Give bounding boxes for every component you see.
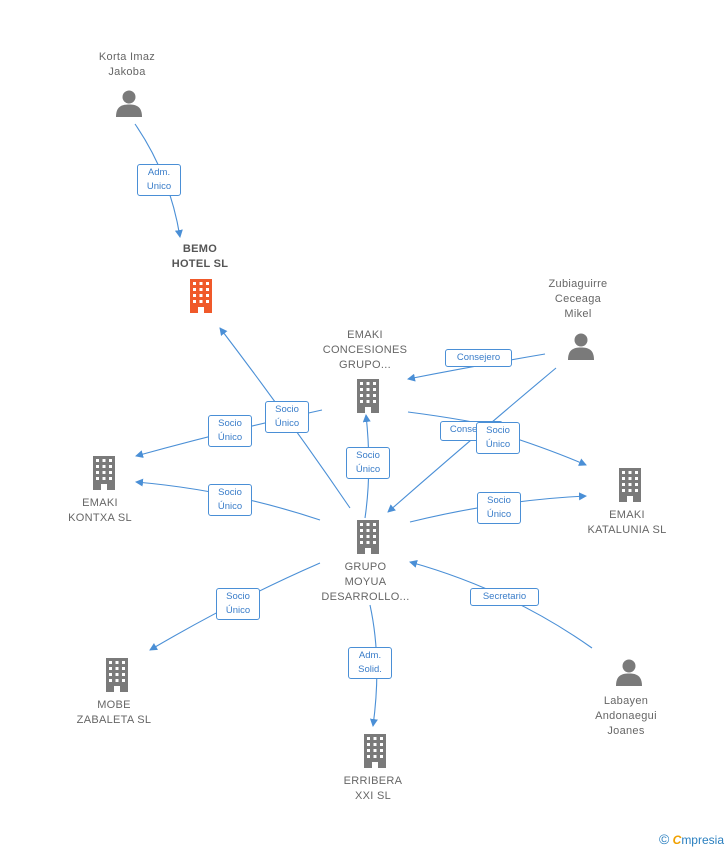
edge-label-korta-bemo: Adm. Unico: [137, 164, 181, 196]
person-icon[interactable]: [616, 659, 642, 687]
brand-name: mpresia: [681, 833, 724, 847]
building-icon[interactable]: [190, 279, 212, 313]
building-icon[interactable]: [357, 379, 379, 413]
node-label-korta[interactable]: Korta Imaz Jakoba: [98, 51, 156, 78]
copyright-icon: ©: [658, 831, 670, 847]
footer-brand: © Cmpresia: [659, 831, 724, 847]
brand-logo-letter: C: [672, 833, 682, 847]
edge-label-moyua-bemo: Socio Único: [265, 401, 309, 433]
building-icon[interactable]: [93, 456, 115, 490]
node-label-zubiaguirre[interactable]: Zubiaguirre Ceceaga Mikel: [548, 278, 608, 320]
edge-label-moyua-kontxa-bottom: Socio Único: [208, 484, 252, 516]
node-label-bemo[interactable]: BEMO HOTEL SL: [171, 243, 229, 270]
node-label-mobe[interactable]: MOBE ZABALETA SL: [76, 699, 152, 726]
node-label-emaki-katalunia[interactable]: EMAKI KATALUNIA SL: [587, 509, 667, 536]
node-label-grupo-moyua[interactable]: GRUPO MOYUA DESARROLLO...: [321, 561, 410, 603]
node-label-labayen[interactable]: Labayen Andonaegui Joanes: [595, 695, 657, 737]
person-icon[interactable]: [568, 333, 594, 361]
building-icon[interactable]: [106, 658, 128, 692]
edge-label-moyua-katalunia: Socio Único: [477, 492, 521, 524]
edge-label-labayen-moyua: Secretario: [470, 588, 539, 606]
edge-label-moyua-mobe: Socio Único: [216, 588, 260, 620]
edge-label-moyua-kontxa-top: Socio Único: [208, 415, 252, 447]
edge-label-moyua-erribera: Adm. Solid.: [348, 647, 392, 679]
edge-label-zubi-conc: Consejero: [445, 349, 512, 367]
edge-label-conc-katalunia-socio: Socio Único: [476, 422, 520, 454]
node-label-erribera[interactable]: ERRIBERA XXI SL: [343, 775, 403, 802]
edge-label-moyua-conc: Socio Único: [346, 447, 390, 479]
person-icon[interactable]: [116, 90, 142, 118]
building-icon[interactable]: [619, 468, 641, 502]
node-label-emaki-concesiones[interactable]: EMAKI CONCESIONES GRUPO...: [322, 329, 408, 371]
building-icon[interactable]: [357, 520, 379, 554]
node-label-emaki-kontxa[interactable]: EMAKI KONTXA SL: [68, 497, 132, 524]
building-icon[interactable]: [364, 734, 386, 768]
